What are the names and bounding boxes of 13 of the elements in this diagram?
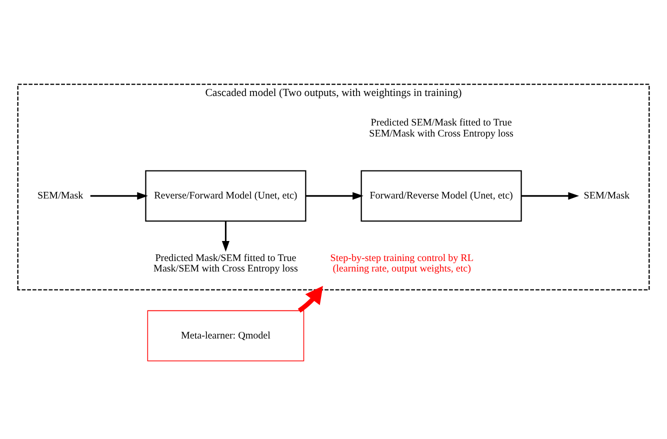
node-text: SEM/Mask: [37, 190, 84, 202]
arrow: [90, 192, 148, 200]
node-text: SEM/Mask: [584, 190, 630, 202]
arrow: [521, 192, 580, 200]
edge-label: Step-by-step training control by RL (learning rate, output weights, etc): [330, 252, 474, 275]
label: Predicted SEM/Mask fitted to True SEM/Mask with Cross Entropy loss: [369, 118, 514, 140]
node-box: Meta-learner: Qmodel: [147, 310, 304, 362]
node-box: Forward/Reverse Model (Unet, etc): [360, 170, 522, 222]
arrow: [306, 192, 364, 200]
node-box: Reverse/Forward Model (Unet, etc): [145, 170, 306, 222]
arrow: [298, 286, 323, 313]
node-text: Predicted Mask/SEM fitted to True Mask/SEM with Cross Entropy loss: [154, 252, 298, 275]
arrow: [222, 221, 230, 252]
